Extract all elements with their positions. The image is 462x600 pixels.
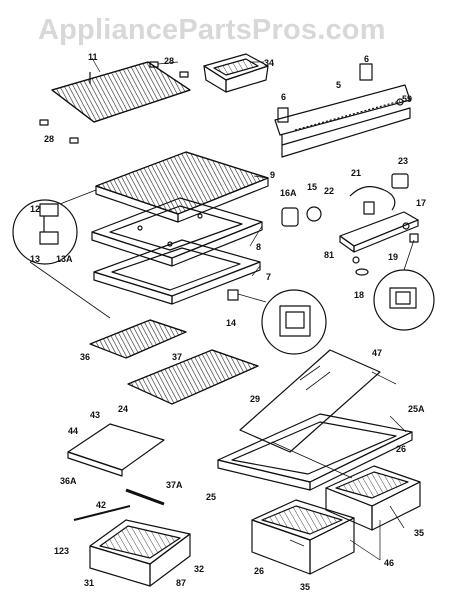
dairy-bin-34 bbox=[203, 53, 269, 93]
callout-44: 44 bbox=[68, 426, 78, 436]
rail-37A bbox=[125, 488, 165, 506]
callout-47: 47 bbox=[372, 348, 382, 358]
callout-26-left: 26 bbox=[254, 566, 264, 576]
callout-9: 9 bbox=[270, 170, 275, 180]
shelf-clip-28 bbox=[39, 61, 189, 144]
detail-circle-left bbox=[12, 189, 111, 319]
callout-32: 32 bbox=[194, 564, 204, 574]
crisper-drawer-26-right bbox=[325, 465, 421, 531]
light-socket-16A bbox=[281, 206, 322, 227]
callout-26-right: 26 bbox=[396, 444, 406, 454]
detail-circle-middle bbox=[227, 289, 327, 355]
callout-7: 7 bbox=[266, 272, 271, 282]
callout-17: 17 bbox=[416, 198, 426, 208]
callout-8: 8 bbox=[256, 242, 261, 252]
detail-circle-right bbox=[373, 239, 435, 331]
callout-13A: 13A bbox=[56, 254, 73, 264]
callout-43: 43 bbox=[90, 410, 100, 420]
callout-59: 59 bbox=[402, 94, 412, 104]
callout-23: 23 bbox=[398, 156, 408, 166]
callout-24: 24 bbox=[118, 404, 128, 414]
shelf-frame-8 bbox=[91, 197, 263, 267]
light-shield-17 bbox=[339, 211, 419, 253]
watermark-text: AppliancePartsPros.com bbox=[38, 14, 386, 46]
callout-34: 34 bbox=[264, 58, 274, 68]
crisper-cover-9 bbox=[95, 151, 269, 223]
callout-28-top: 28 bbox=[164, 56, 174, 66]
meat-pan-cover-43 bbox=[67, 423, 165, 477]
callout-35-right: 35 bbox=[414, 528, 424, 538]
screw-81 bbox=[352, 256, 360, 264]
callout-37A: 37A bbox=[166, 480, 183, 490]
thermostat-23 bbox=[391, 173, 409, 189]
callout-6-left: 6 bbox=[281, 92, 286, 102]
crisper-frame-25 bbox=[217, 413, 413, 491]
wire-shelf-24 bbox=[127, 349, 259, 405]
callout-16A: 16A bbox=[280, 188, 297, 198]
wire-shelf-36 bbox=[89, 319, 187, 359]
callout-6-top: 6 bbox=[364, 54, 369, 64]
callout-81: 81 bbox=[324, 250, 334, 260]
glass-shelf-47 bbox=[239, 349, 381, 453]
callout-28-left: 28 bbox=[44, 134, 54, 144]
leader-lines bbox=[91, 57, 407, 561]
callout-15: 15 bbox=[307, 182, 317, 192]
callout-14: 14 bbox=[226, 318, 236, 328]
callout-12: 12 bbox=[30, 204, 40, 214]
crisper-drawer-26-left bbox=[251, 499, 355, 575]
callout-25: 25 bbox=[206, 492, 216, 502]
callout-22: 22 bbox=[324, 186, 334, 196]
callout-18: 18 bbox=[354, 290, 364, 300]
callout-13: 13 bbox=[30, 254, 40, 264]
callout-37: 37 bbox=[172, 352, 182, 362]
callout-42: 42 bbox=[96, 500, 106, 510]
callout-35-bottom: 35 bbox=[300, 582, 310, 592]
washer-18 bbox=[355, 268, 369, 276]
callout-31: 31 bbox=[84, 578, 94, 588]
callout-36A: 36A bbox=[60, 476, 77, 486]
callout-123: 123 bbox=[54, 546, 69, 556]
callout-87: 87 bbox=[176, 578, 186, 588]
meat-pan-31 bbox=[73, 505, 191, 587]
callout-29: 29 bbox=[250, 394, 260, 404]
wire-shelf-11 bbox=[51, 61, 191, 123]
switch-19 bbox=[409, 233, 419, 243]
wiring-harness-21 bbox=[349, 186, 396, 215]
callout-36: 36 bbox=[80, 352, 90, 362]
callout-11: 11 bbox=[88, 52, 98, 62]
callout-46: 46 bbox=[384, 558, 394, 568]
callout-21: 21 bbox=[351, 168, 361, 178]
callout-5: 5 bbox=[336, 80, 341, 90]
control-panel-5 bbox=[274, 63, 411, 158]
callout-25A: 25A bbox=[408, 404, 425, 414]
callout-19: 19 bbox=[388, 252, 398, 262]
shelf-frame-7 bbox=[93, 239, 261, 305]
